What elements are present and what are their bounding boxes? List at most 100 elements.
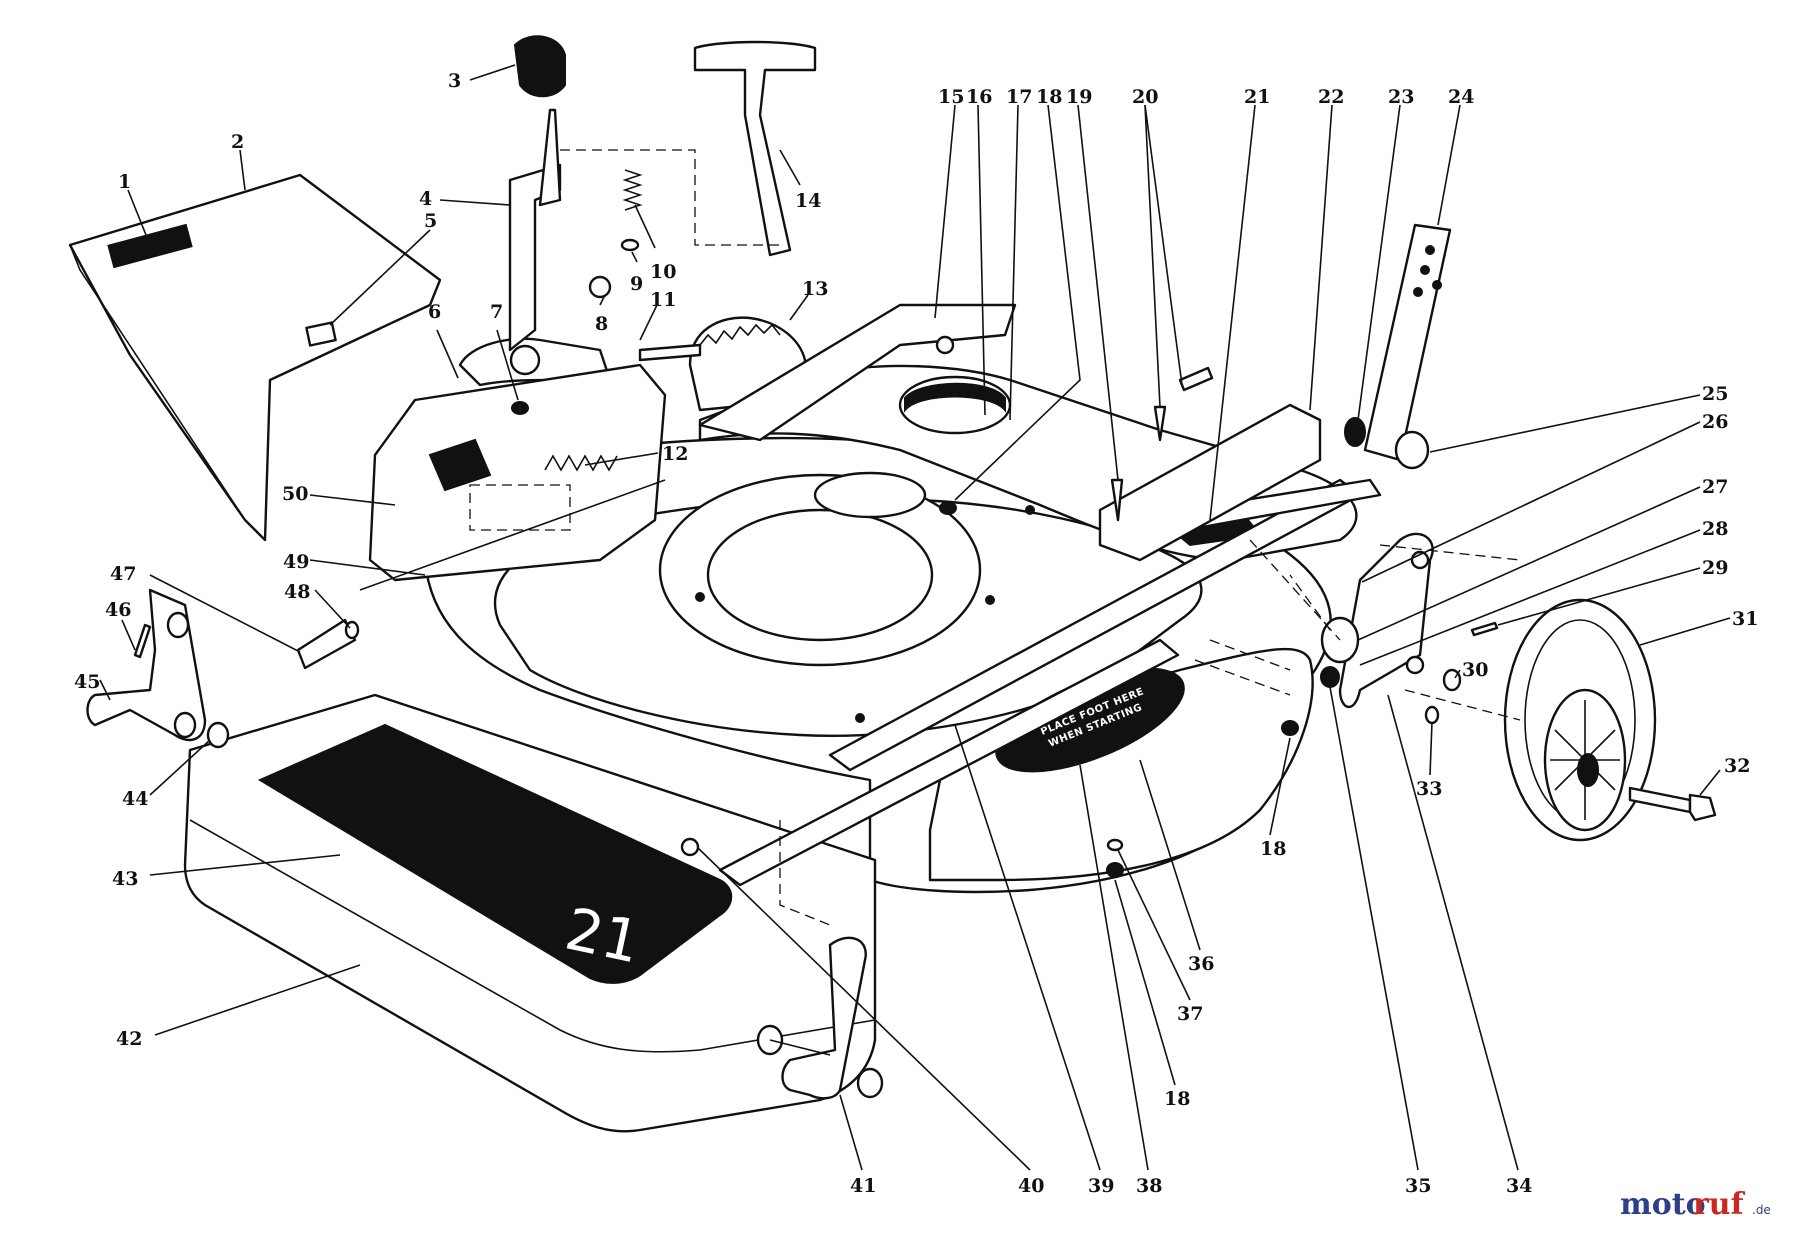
height-bracket (508, 163, 562, 352)
nut-18b (1281, 720, 1299, 736)
strap-hole-3 (1432, 280, 1442, 290)
dashed-alignment-2 (469, 484, 571, 531)
wheel-center (1577, 753, 1599, 787)
bolt-11 (638, 343, 702, 362)
right-adjuster-hole (935, 335, 955, 355)
dashed-alignment-4 (1379, 544, 1521, 721)
leader-46 (121, 619, 136, 651)
callout-44: 44 (122, 788, 148, 810)
top-opening (813, 471, 927, 519)
callout-18-top: 18 (1036, 86, 1062, 108)
callout-6: 6 (428, 301, 441, 323)
callout-34: 34 (1506, 1175, 1532, 1197)
pin-46 (133, 623, 152, 659)
callout-20: 20 (1132, 86, 1158, 108)
leader-45 (99, 679, 111, 701)
front-decal (257, 723, 733, 984)
left-axle-stud-2 (173, 711, 197, 739)
callout-50: 50 (282, 483, 308, 505)
flap-decal (428, 438, 492, 492)
watermark-part2: ruf (1693, 1187, 1746, 1222)
right-adjuster-bracket (698, 303, 1017, 442)
lever-knob (513, 35, 566, 98)
callout-36: 36 (1188, 953, 1214, 975)
leader-36 (1139, 759, 1201, 951)
callout-17: 17 (1006, 86, 1032, 108)
callout-45: 45 (74, 671, 100, 693)
nut-18a (939, 501, 957, 515)
wheel-bolt (1628, 786, 1692, 814)
deck-size-number: 21 (560, 895, 646, 977)
leader-34 (1387, 694, 1519, 1171)
leader-19 (1077, 104, 1119, 481)
leader-20a (1144, 104, 1183, 386)
callout-labels: 1 2 3 4 5 6 7 8 9 10 11 12 13 14 15 16 1… (74, 70, 1758, 1197)
spacer-25 (1394, 430, 1430, 470)
spring-10 (622, 169, 643, 211)
washer-8 (588, 275, 612, 299)
engine-opening (706, 508, 934, 642)
left-side-flap (368, 363, 667, 582)
callout-2: 2 (231, 131, 244, 153)
leader-42 (154, 964, 361, 1036)
dashed-alignment-7 (1289, 574, 1331, 631)
leader-28 (1359, 529, 1701, 666)
callout-27: 27 (1702, 476, 1728, 498)
washer-40 (680, 837, 700, 857)
leader-29 (1497, 567, 1701, 626)
leader-41 (839, 1094, 863, 1171)
handle-bar-front (718, 638, 1180, 887)
callout-43: 43 (112, 868, 138, 890)
leader-15 (934, 104, 956, 319)
callout-39: 39 (1088, 1175, 1114, 1197)
callout-28: 28 (1702, 518, 1728, 540)
cover-clip (305, 321, 337, 347)
callout-30: 30 (1462, 659, 1488, 681)
right-rear-bracket (1098, 403, 1322, 562)
leader-5 (329, 229, 431, 326)
callout-26: 26 (1702, 411, 1728, 433)
leader-22 (1309, 104, 1333, 411)
nut-7 (511, 401, 529, 415)
callout-5: 5 (424, 210, 437, 232)
gear-teeth (699, 323, 781, 346)
flap-rod (359, 479, 666, 591)
callout-40: 40 (1018, 1175, 1044, 1197)
callout-42: 42 (116, 1028, 142, 1050)
height-lever (538, 108, 562, 207)
leader-7 (496, 329, 519, 401)
leader-16 (977, 104, 986, 416)
callout-18-right: 18 (1260, 838, 1286, 860)
leader-18a (954, 104, 1081, 501)
strap-hole-1 (1425, 245, 1435, 255)
pin-29 (1470, 621, 1499, 637)
strap-hole-2 (1420, 265, 1430, 275)
cover-decal (107, 223, 193, 269)
callout-25: 25 (1702, 383, 1728, 405)
leader-lines (99, 64, 1731, 1171)
leader-17 (1009, 104, 1019, 421)
callout-46: 46 (105, 599, 131, 621)
leader-39 (954, 724, 1101, 1171)
link-47 (296, 618, 357, 670)
watermark-part1: moto (1620, 1187, 1706, 1222)
leader-37 (1117, 849, 1191, 1001)
callout-16: 16 (966, 86, 992, 108)
bolt-19 (1110, 478, 1124, 522)
leader-33 (1429, 721, 1433, 776)
leader-38 (1079, 764, 1149, 1171)
callout-31: 31 (1732, 608, 1758, 630)
leader-40 (697, 847, 1031, 1171)
spring-12 (544, 454, 618, 472)
nut-18c (1106, 862, 1124, 878)
washer-44 (206, 721, 230, 749)
adjuster-strap (1363, 223, 1452, 462)
t-handle (693, 40, 817, 257)
leader-25 (1429, 394, 1701, 453)
callout-21: 21 (1244, 86, 1270, 108)
watermark-suffix: .de (1752, 1203, 1771, 1217)
leader-3 (469, 64, 516, 81)
dashed-alignment-5 (779, 820, 831, 926)
front-axle-stud-2 (856, 1067, 884, 1099)
callout-37: 37 (1177, 1003, 1203, 1025)
